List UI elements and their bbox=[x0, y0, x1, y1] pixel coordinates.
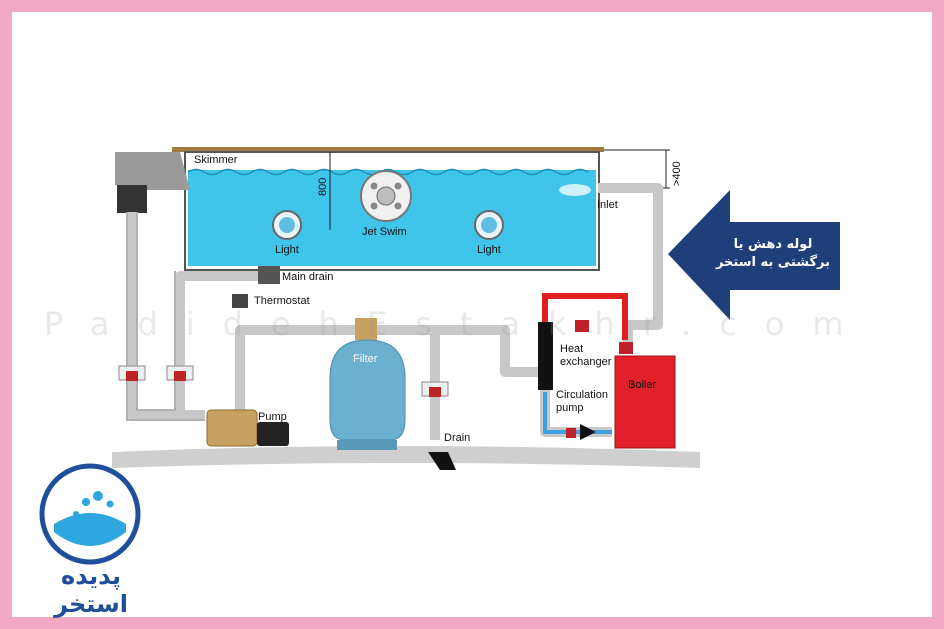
filter-base bbox=[337, 440, 397, 450]
brand-name: پدیده استخر bbox=[54, 562, 128, 618]
height-label: >400 bbox=[671, 161, 683, 186]
pool-deck bbox=[172, 147, 604, 152]
valve-handle-icon[interactable] bbox=[429, 387, 441, 397]
water-surface bbox=[187, 168, 589, 176]
logo-bubble bbox=[82, 498, 90, 506]
light-right-label: Light bbox=[477, 244, 501, 256]
filter-tank bbox=[329, 339, 406, 441]
pump-label: Pump bbox=[258, 411, 287, 423]
light-right-lens bbox=[481, 217, 497, 233]
heat-exchanger-label-1: Heat bbox=[560, 343, 583, 355]
logo-water bbox=[54, 513, 126, 546]
circulation-pump-label-2: pump bbox=[556, 402, 584, 414]
drain-outlet-icon bbox=[428, 452, 456, 470]
pump-motor-icon bbox=[257, 422, 289, 446]
inlet-label: Inlet bbox=[597, 199, 618, 211]
heat-exchanger-icon bbox=[538, 322, 553, 390]
ground bbox=[112, 446, 700, 468]
light-left-label: Light bbox=[275, 244, 299, 256]
thermostat-icon bbox=[232, 294, 248, 308]
filter-label: Filter bbox=[353, 353, 378, 365]
main-drain-label: Main drain bbox=[282, 271, 333, 283]
main-drain-icon bbox=[258, 266, 280, 284]
circulation-pump-label-1: Circulation bbox=[556, 389, 608, 401]
filter-outlet-pipe bbox=[400, 325, 540, 377]
circulation-pump-icon bbox=[580, 424, 596, 440]
skimmer-basket bbox=[117, 185, 147, 213]
pump-to-filter-pipe bbox=[235, 325, 440, 420]
brand-logo bbox=[39, 463, 141, 565]
callout-text: لوله دهش یا برگشتی به استخر bbox=[710, 236, 836, 272]
valve-handle-icon[interactable] bbox=[126, 371, 138, 381]
jet-nozzle bbox=[370, 182, 378, 190]
logo-bubble bbox=[93, 491, 103, 501]
jet-swim-label: Jet Swim bbox=[362, 226, 407, 238]
watermark-text: PadidehEstakhr.com bbox=[44, 305, 872, 343]
jet-nozzle bbox=[370, 202, 378, 210]
pipe-outline bbox=[126, 212, 205, 421]
depth-label: 800 bbox=[317, 178, 329, 196]
valve-handle-icon[interactable] bbox=[174, 371, 186, 381]
callout-line-1: لوله دهش یا bbox=[733, 237, 813, 252]
jet-swim-center bbox=[376, 186, 396, 206]
callout-line-2: برگشتی به استخر bbox=[715, 255, 831, 270]
pump-body bbox=[206, 409, 258, 447]
heat-exchanger-label-2: exchanger bbox=[560, 356, 612, 368]
jet-nozzle bbox=[394, 182, 402, 190]
logo-bubble bbox=[106, 500, 114, 508]
return-pipe-callout-arrow bbox=[668, 190, 840, 320]
valve-handle-icon[interactable] bbox=[575, 320, 589, 332]
valve-handle-icon[interactable] bbox=[566, 428, 576, 438]
logo-bubble bbox=[73, 511, 79, 517]
hot-water-pipe bbox=[542, 293, 628, 340]
skimmer-body bbox=[115, 152, 190, 190]
logo-ring bbox=[39, 463, 141, 565]
inlet-spray-icon bbox=[559, 184, 591, 196]
drain-label: Drain bbox=[444, 432, 470, 444]
light-left-lens bbox=[279, 217, 295, 233]
valve-handle-icon[interactable] bbox=[619, 342, 633, 354]
filter-valve-icon bbox=[355, 318, 377, 340]
skimmer-label: Skimmer bbox=[194, 154, 238, 166]
boiler-label: Boiler bbox=[628, 379, 656, 391]
thermostat-label: Thermostat bbox=[254, 295, 310, 307]
diagram-frame bbox=[12, 12, 932, 617]
boiler-icon bbox=[614, 355, 676, 449]
jet-nozzle bbox=[394, 202, 402, 210]
